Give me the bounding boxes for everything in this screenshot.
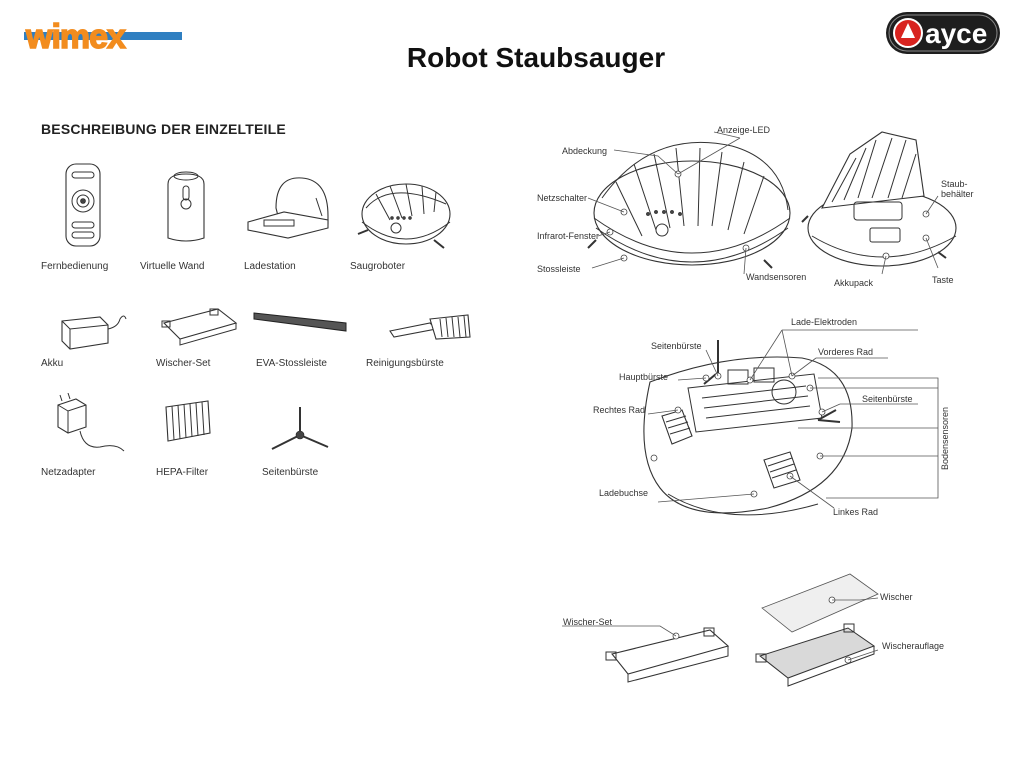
svg-text:wimex: wimex — [25, 18, 126, 54]
part-label: Virtuelle Wand — [140, 261, 205, 272]
wiper-set-icon — [161, 308, 238, 346]
part-power-adapter: Netzadapter — [40, 393, 160, 478]
label-infrared-window: Infrarot-Fenster — [537, 231, 600, 241]
label-floor-sensors: Bodensensoren — [940, 406, 950, 470]
label-dust-bin-2: behälter — [941, 189, 974, 199]
label-wiper-pad: Wischerauflage — [882, 641, 945, 651]
parts-heading: BESCHREIBUNG DER EINZELTEILE — [41, 121, 286, 137]
label-wiper-set: Wischer-Set — [563, 617, 613, 627]
part-label: Ladestation — [244, 261, 296, 272]
label-left-wheel: Linkes Rad — [833, 507, 879, 517]
label-wiper: Wischer — [880, 592, 913, 602]
robot-bottom-diagram — [643, 329, 939, 516]
charging-station-icon — [247, 177, 329, 239]
label-power-switch: Netzschalter — [537, 193, 588, 203]
part-eva-bumper: EVA-Stossleiste — [252, 305, 372, 369]
part-label: Wischer-Set — [156, 358, 211, 369]
label-dust-bin-1: Staub- — [941, 179, 968, 189]
part-label: Saugroboter — [350, 261, 406, 272]
part-virtual-wall: Virtuelle Wand — [140, 158, 260, 272]
cleaning-brush-icon — [389, 314, 471, 340]
label-button: Taste — [932, 275, 954, 285]
label-bumper: Stossleiste — [537, 264, 581, 274]
label-right-wheel: Rechtes Rad — [593, 405, 646, 415]
ayce-logo: ayce — [884, 8, 1002, 63]
part-remote-control: Fernbedienung — [40, 158, 160, 272]
label-front-wheel: Vorderes Rad — [818, 347, 874, 357]
part-label: Fernbedienung — [41, 261, 109, 272]
wiper-diagram — [562, 573, 879, 687]
page-title: Robot Staubsauger — [406, 42, 666, 73]
battery-icon — [61, 315, 127, 350]
label-side-brush-2: Seitenbürste — [862, 394, 913, 404]
label-main-brush: Hauptbürste — [619, 372, 669, 382]
part-wiper-set: Wischer-Set — [156, 305, 276, 369]
part-label: HEPA-Filter — [156, 467, 209, 478]
part-label: Seitenbürste — [262, 467, 319, 478]
part-battery: Akku — [40, 305, 160, 369]
hepa-filter-icon — [165, 400, 211, 442]
eva-bumper-icon — [253, 312, 347, 332]
power-adapter-icon — [57, 393, 125, 452]
wimex-logo: wimex — [24, 17, 182, 59]
label-side-brush-1: Seitenbürste — [651, 341, 702, 351]
label-charge-electrodes: Lade-Elektroden — [791, 317, 858, 327]
part-label: EVA-Stossleiste — [256, 358, 327, 369]
part-side-brush: Seitenbürste — [262, 393, 382, 478]
svg-text:ayce: ayce — [925, 18, 987, 49]
robot-vacuum-icon — [357, 183, 451, 249]
remote-control-icon — [65, 163, 101, 247]
label-cover: Abdeckung — [562, 146, 608, 156]
label-wall-sensors: Wandsensoren — [746, 272, 807, 282]
label-battery-pack: Akkupack — [834, 278, 874, 288]
part-charging-station: Ladestation — [244, 158, 364, 272]
part-robot: Saugroboter — [350, 158, 470, 272]
part-label: Akku — [41, 358, 64, 369]
part-cleaning-brush: Reinigungsbürste — [364, 305, 484, 369]
part-label: Netzadapter — [41, 467, 96, 478]
virtual-wall-icon — [167, 171, 205, 242]
label-indicator-led: Anzeige-LED — [717, 125, 771, 135]
part-hepa-filter: HEPA-Filter — [156, 393, 276, 478]
side-brush-icon — [271, 407, 329, 450]
label-charge-socket: Ladebuchse — [599, 488, 649, 498]
robot-top-diagram — [587, 131, 957, 275]
part-label: Reinigungsbürste — [366, 358, 444, 369]
